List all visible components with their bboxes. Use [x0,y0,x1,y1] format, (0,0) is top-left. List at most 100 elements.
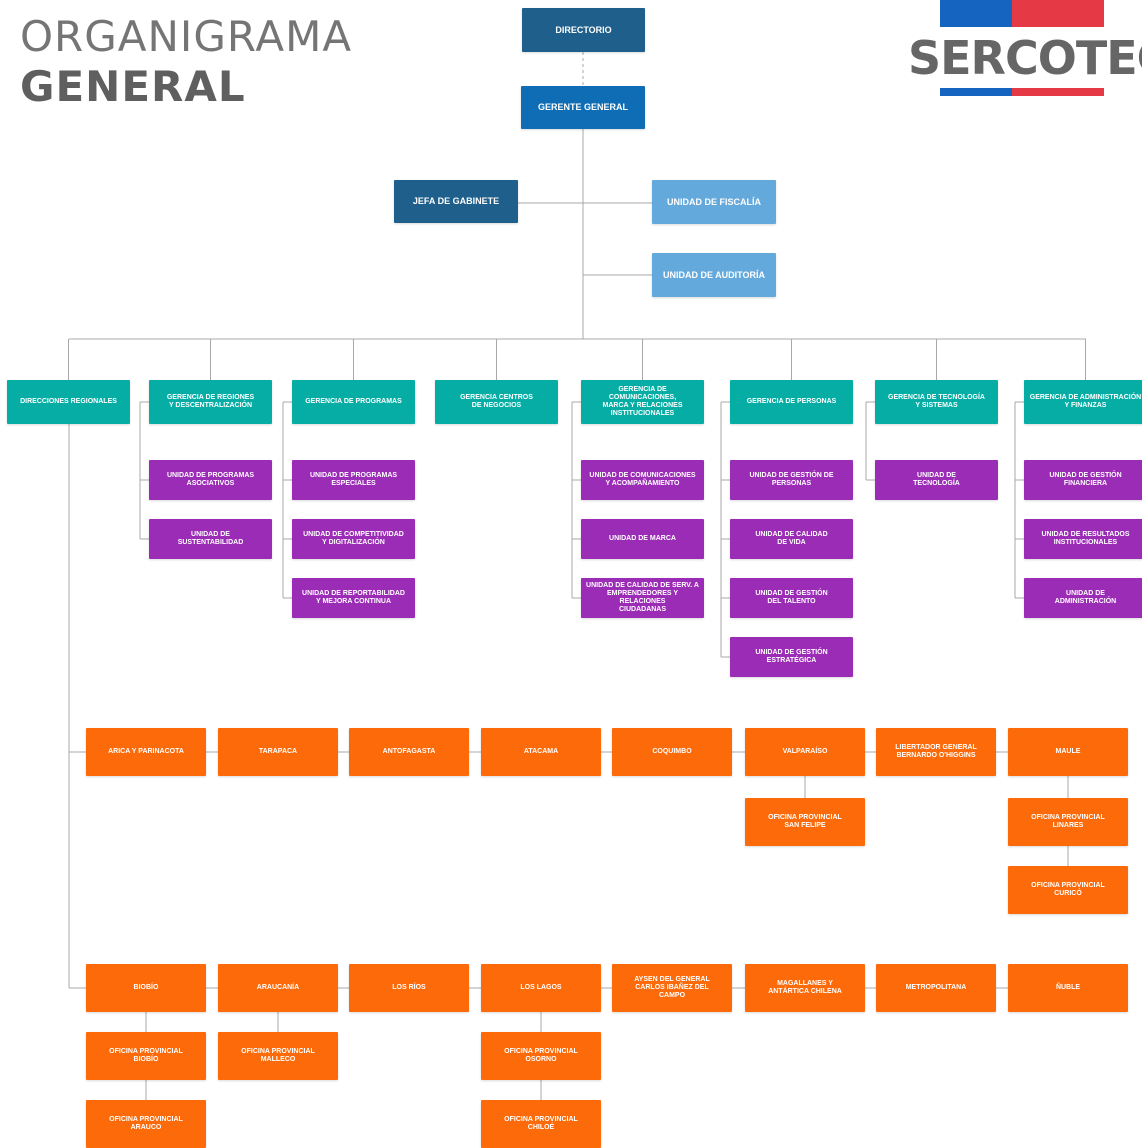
region-maule[interactable]: MAULE [1008,728,1128,776]
unidad-unidad-de-resultados-institucionales[interactable]: UNIDAD DE RESULTADOS INSTITUCIONALES [1024,519,1142,559]
gerencia-gerencia-de-administracion-y-finanzas-label: GERENCIA DE ADMINISTRACIÓN Y FINANZAS [1029,393,1142,409]
oficina-oficina-provincial-curico-label: OFICINA PROVINCIAL CURICÓ [1031,881,1105,897]
region-magallanes-y-antartica-chilena-label: MAGALLANES Y ANTÁRTICA CHILENA [768,979,842,995]
gerencia-gerencia-centros-de-negocios[interactable]: GERENCIA CENTROS DE NEGOCIOS [435,380,558,424]
region-tarapaca-label: TARAPACA [258,747,298,755]
unidad-unidad-de-reportabilidad-y-mejora-continua[interactable]: UNIDAD DE REPORTABILIDAD Y MEJORA CONTIN… [292,578,415,618]
gerencia-gerencia-de-regiones-y-descentralizacion[interactable]: GERENCIA DE REGIONES Y DESCENTRALIZACIÓN [149,380,272,424]
region-tarapaca[interactable]: TARAPACA [218,728,338,776]
unidad-unidad-de-comunicaciones-y-acompanamiento[interactable]: UNIDAD DE COMUNICACIONES Y ACOMPAÑAMIENT… [581,460,704,500]
region-los-rios[interactable]: LOS RÍOS [349,964,469,1012]
oficina-oficina-provincial-arauco-label: OFICINA PROVINCIAL ARAUCO [109,1115,183,1131]
unidad-unidad-de-marca[interactable]: UNIDAD DE MARCA [581,519,704,559]
region-atacama-label: ATACAMA [523,747,559,755]
unidad-unidad-de-programas-asociativos-label: UNIDAD DE PROGRAMAS ASOCIATIVOS [166,471,255,487]
region-nuble-label: ÑUBLE [1055,983,1081,991]
unidad-unidad-de-programas-asociativos[interactable]: UNIDAD DE PROGRAMAS ASOCIATIVOS [149,460,272,500]
unidad-unidad-de-tecnologia[interactable]: UNIDAD DE TECNOLOGÍA [875,460,998,500]
logo-wordmark: SERCOTEC [908,31,1142,85]
unidad-unidad-de-programas-especiales[interactable]: UNIDAD DE PROGRAMAS ESPECIALES [292,460,415,500]
oficina-oficina-provincial-malleco-label: OFICINA PROVINCIAL MALLECO [241,1047,315,1063]
page-title-light: ORGANIGRAMA [20,12,353,61]
oficina-oficina-provincial-linares[interactable]: OFICINA PROVINCIAL LINARES [1008,798,1128,846]
unidad-unidad-de-tecnologia-label: UNIDAD DE TECNOLOGÍA [913,471,960,487]
region-valparaiso[interactable]: VALPARAÍSO [745,728,865,776]
gerencia-direcciones-regionales[interactable]: DIRECCIONES REGIONALES [7,380,130,424]
unidad-unidad-de-gestion-financiera-label: UNIDAD DE GESTIÓN FINANCIERA [1049,471,1122,487]
node-directorio[interactable]: DIRECTORIO [522,8,645,52]
node-jefa-de-gabinete[interactable]: JEFA DE GABINETE [394,180,518,223]
region-los-lagos-label: LOS LAGOS [520,983,562,991]
gerencia-gerencia-de-comunicaciones-marca-y-relaciones-institucionales-label: GERENCIA DE COMUNICACIONES, MARCA Y RELA… [602,385,683,418]
logo-underline-red [1012,88,1104,96]
unidad-unidad-de-gestion-de-personas[interactable]: UNIDAD DE GESTIÓN DE PERSONAS [730,460,853,500]
unidad-unidad-de-resultados-institucionales-label: UNIDAD DE RESULTADOS INSTITUCIONALES [1041,530,1130,546]
unidad-unidad-de-calidad-de-vida-label: UNIDAD DE CALIDAD DE VIDA [755,530,828,546]
oficina-oficina-provincial-san-felipe-label: OFICINA PROVINCIAL SAN FELIPE [768,813,842,829]
region-antofagasta-label: ANTOFAGASTA [382,747,436,755]
sercotec-logo: SERCOTEC [908,0,1142,98]
unidad-unidad-de-competitividad-y-digitalizacion-label: UNIDAD DE COMPETITIVIDAD Y DIGITALIZACIÓ… [303,530,404,546]
unidad-unidad-de-comunicaciones-y-acompanamiento-label: UNIDAD DE COMUNICACIONES Y ACOMPAÑAMIENT… [589,471,696,487]
region-maule-label: MAULE [1055,747,1081,755]
region-biobio-label: BIOBÍO [133,983,159,991]
region-arica-y-parinacota[interactable]: ARICA Y PARINACOTA [86,728,206,776]
gerencia-gerencia-de-personas[interactable]: GERENCIA DE PERSONAS [730,380,853,424]
region-aysen-del-general-carlos-ibanez-del-campo-label: AYSEN DEL GENERAL CARLOS IBAÑEZ DEL CAMP… [634,975,710,1000]
unidad-unidad-de-calidad-de-serv-a-emprendedores-y-relaciones-ciudadanas-label: UNIDAD DE CALIDAD DE SERV. A EMPRENDEDOR… [586,581,699,614]
oficina-oficina-provincial-osorno-label: OFICINA PROVINCIAL OSORNO [504,1047,578,1063]
region-metropolitana[interactable]: METROPOLITANA [876,964,996,1012]
unidad-unidad-de-gestion-financiera[interactable]: UNIDAD DE GESTIÓN FINANCIERA [1024,460,1142,500]
oficina-oficina-provincial-arauco[interactable]: OFICINA PROVINCIAL ARAUCO [86,1100,206,1148]
gerencia-direcciones-regionales-label: DIRECCIONES REGIONALES [20,397,117,405]
oficina-oficina-provincial-biobio[interactable]: OFICINA PROVINCIAL BIOBÍO [86,1032,206,1080]
region-aysen-del-general-carlos-ibanez-del-campo[interactable]: AYSEN DEL GENERAL CARLOS IBAÑEZ DEL CAMP… [612,964,732,1012]
unidad-unidad-de-sustentabilidad[interactable]: UNIDAD DE SUSTENTABILIDAD [149,519,272,559]
gerencia-gerencia-de-tecnologia-y-sistemas[interactable]: GERENCIA DE TECNOLOGÍA Y SISTEMAS [875,380,998,424]
unidad-unidad-de-gestion-estrategica-label: UNIDAD DE GESTIÓN ESTRATÉGICA [755,648,828,664]
region-arica-y-parinacota-label: ARICA Y PARINACOTA [108,747,184,755]
gerencia-gerencia-de-comunicaciones-marca-y-relaciones-institucionales[interactable]: GERENCIA DE COMUNICACIONES, MARCA Y RELA… [581,380,704,424]
gerencia-gerencia-de-administracion-y-finanzas[interactable]: GERENCIA DE ADMINISTRACIÓN Y FINANZAS [1024,380,1142,424]
unidad-unidad-de-gestion-del-talento[interactable]: UNIDAD DE GESTIÓN DEL TALENTO [730,578,853,618]
unidad-unidad-de-gestion-estrategica[interactable]: UNIDAD DE GESTIÓN ESTRATÉGICA [730,637,853,677]
region-atacama[interactable]: ATACAMA [481,728,601,776]
unidad-unidad-de-programas-especiales-label: UNIDAD DE PROGRAMAS ESPECIALES [309,471,398,487]
oficina-oficina-provincial-osorno[interactable]: OFICINA PROVINCIAL OSORNO [481,1032,601,1080]
oficina-oficina-provincial-malleco[interactable]: OFICINA PROVINCIAL MALLECO [218,1032,338,1080]
node-unidad-de-auditoria[interactable]: UNIDAD DE AUDITORÍA [652,253,776,297]
region-biobio[interactable]: BIOBÍO [86,964,206,1012]
unidad-unidad-de-marca-label: UNIDAD DE MARCA [609,534,676,542]
unidad-unidad-de-calidad-de-vida[interactable]: UNIDAD DE CALIDAD DE VIDA [730,519,853,559]
node-unidad-de-fiscalia[interactable]: UNIDAD DE FISCALÍA [652,180,776,224]
region-araucania[interactable]: ARAUCANÍA [218,964,338,1012]
oficina-oficina-provincial-san-felipe[interactable]: OFICINA PROVINCIAL SAN FELIPE [745,798,865,846]
page-title-bold: GENERAL [20,62,246,111]
logo-bar-red [1012,0,1104,27]
oficina-oficina-provincial-biobio-label: OFICINA PROVINCIAL BIOBÍO [109,1047,183,1063]
logo-underline-blue [940,88,1012,96]
unidad-unidad-de-sustentabilidad-label: UNIDAD DE SUSTENTABILIDAD [177,530,244,546]
region-antofagasta[interactable]: ANTOFAGASTA [349,728,469,776]
region-los-lagos[interactable]: LOS LAGOS [481,964,601,1012]
oficina-oficina-provincial-chiloe[interactable]: OFICINA PROVINCIAL CHILOÉ [481,1100,601,1148]
gerencia-gerencia-de-programas[interactable]: GERENCIA DE PROGRAMAS [292,380,415,424]
unidad-unidad-de-gestion-del-talento-label: UNIDAD DE GESTIÓN DEL TALENTO [755,589,828,605]
logo-bar-blue [940,0,1012,27]
region-metropolitana-label: METROPOLITANA [905,983,967,991]
oficina-oficina-provincial-curico[interactable]: OFICINA PROVINCIAL CURICÓ [1008,866,1128,914]
region-araucania-label: ARAUCANÍA [256,983,300,991]
region-libertador-general-bernardo-o-higgins[interactable]: LIBERTADOR GENERAL BERNARDO O'HIGGINS [876,728,996,776]
region-nuble[interactable]: ÑUBLE [1008,964,1128,1012]
unidad-unidad-de-gestion-de-personas-label: UNIDAD DE GESTIÓN DE PERSONAS [749,471,834,487]
region-libertador-general-bernardo-o-higgins-label: LIBERTADOR GENERAL BERNARDO O'HIGGINS [895,743,977,759]
unidad-unidad-de-competitividad-y-digitalizacion[interactable]: UNIDAD DE COMPETITIVIDAD Y DIGITALIZACIÓ… [292,519,415,559]
region-magallanes-y-antartica-chilena[interactable]: MAGALLANES Y ANTÁRTICA CHILENA [745,964,865,1012]
unidad-unidad-de-administracion[interactable]: UNIDAD DE ADMINISTRACIÓN [1024,578,1142,618]
node-gerente-general[interactable]: GERENTE GENERAL [521,86,645,129]
unidad-unidad-de-calidad-de-serv-a-emprendedores-y-relaciones-ciudadanas[interactable]: UNIDAD DE CALIDAD DE SERV. A EMPRENDEDOR… [581,578,704,618]
gerencia-gerencia-de-tecnologia-y-sistemas-label: GERENCIA DE TECNOLOGÍA Y SISTEMAS [888,393,985,409]
region-valparaiso-label: VALPARAÍSO [782,747,828,755]
region-coquimbo[interactable]: COQUIMBO [612,728,732,776]
